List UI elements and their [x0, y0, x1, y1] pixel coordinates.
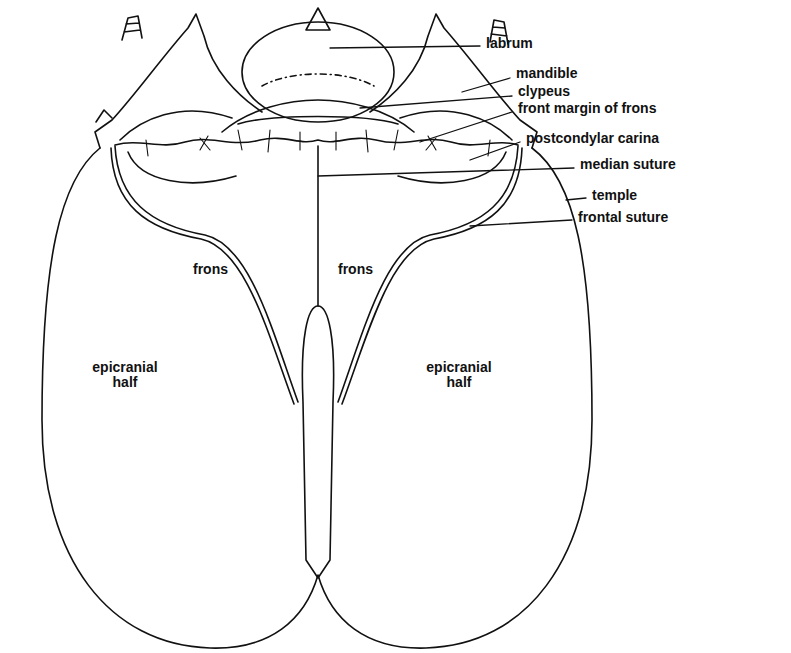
part-label: labrum: [486, 36, 533, 51]
median-stem: [302, 306, 333, 578]
part-label: frons: [193, 262, 228, 277]
head-outline: [42, 148, 592, 648]
part-label: clypeus: [518, 84, 570, 99]
clypeus-inner: [238, 117, 398, 125]
front-margin: [115, 138, 518, 145]
frontal-suture: [338, 146, 518, 402]
mandible-right: [370, 14, 537, 148]
postcondylar-carina: [398, 152, 506, 183]
part-label: mandible: [516, 66, 577, 81]
part-label: epicranial half: [414, 360, 504, 391]
part-label: front margin of frons: [518, 101, 656, 116]
mandible-inner: [120, 111, 512, 140]
projection: [306, 8, 330, 30]
mandible-left: [95, 14, 262, 148]
median-suture: [317, 146, 319, 306]
postcondylar-carina: [128, 152, 236, 183]
part-label: temple: [592, 188, 637, 203]
projection: [122, 16, 142, 40]
part-label: epicranial half: [80, 360, 170, 391]
part-label: frons: [338, 262, 373, 277]
part-label: postcondylar carina: [526, 131, 659, 146]
part-label: frontal suture: [578, 210, 668, 225]
part-label: median suture: [580, 157, 676, 172]
clypeus-outline: [222, 100, 414, 132]
projection: [96, 110, 112, 122]
labrum-inner: [262, 74, 374, 86]
